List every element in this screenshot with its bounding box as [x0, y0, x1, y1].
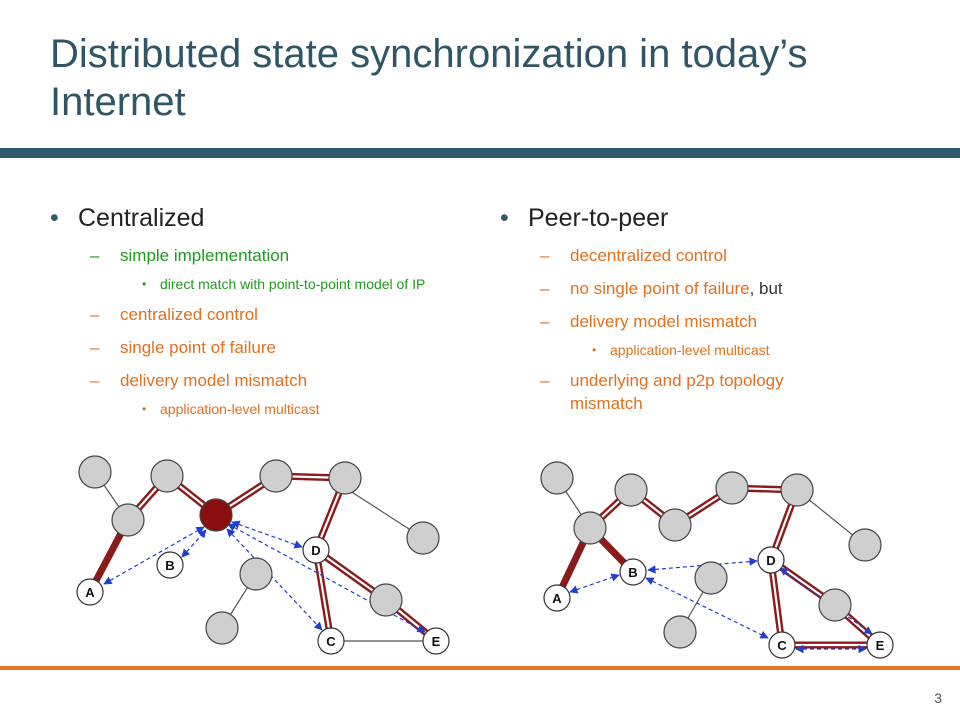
right-label-b: B: [628, 565, 637, 580]
p2p-diagram: A B C D E: [540, 461, 894, 659]
left-label-c: C: [326, 634, 336, 649]
right-label-e: E: [876, 638, 885, 653]
left-item-text: centralized control: [120, 305, 258, 324]
left-column: •Centralized –simple implementation •dir…: [50, 202, 460, 418]
right-item-text: underlying and p2p topology mismatch: [570, 371, 784, 413]
footer-divider: [0, 666, 960, 670]
slide-title: Distributed state synchronization in tod…: [50, 32, 808, 124]
left-subitem-text: application-level multicast: [160, 401, 320, 417]
right-item-text: no single point of failure: [570, 279, 750, 298]
left-label-d: D: [311, 543, 320, 558]
right-label-c: C: [777, 638, 787, 653]
right-item-decentralized: –decentralized control: [540, 246, 727, 265]
left-peer-nodes: [76, 536, 450, 655]
page-number: 3: [934, 690, 942, 706]
title-divider: [0, 148, 960, 158]
left-label-e: E: [432, 634, 441, 649]
left-heading: •Centralized: [50, 204, 205, 232]
right-subitem-text: application-level multicast: [610, 342, 770, 358]
central-server-node: [199, 498, 233, 532]
left-item-text: simple implementation: [120, 246, 290, 265]
right-item-topology-mismatch: –underlying and p2p topology mismatch: [540, 371, 784, 413]
right-subitem-multicast: •application-level multicast: [592, 342, 770, 358]
left-subitem-text: direct match with point-to-point model o…: [160, 276, 426, 292]
left-item-text: single point of failure: [120, 338, 276, 357]
left-peer-labels: A B C D E: [85, 543, 440, 649]
left-item-simple: –simple implementation: [90, 246, 290, 265]
right-item-no-single-point: –no single point of failure, but: [540, 279, 783, 298]
right-peer-nodes: [543, 546, 894, 659]
left-item-centralized-control: –centralized control: [90, 305, 258, 324]
right-item-text: decentralized control: [570, 246, 727, 265]
right-label-d: D: [766, 553, 775, 568]
left-heading-text: Centralized: [78, 204, 205, 232]
right-router-nodes: [540, 461, 882, 649]
left-label-b: B: [165, 558, 174, 573]
left-router-nodes: [78, 455, 440, 645]
left-label-a: A: [85, 585, 95, 600]
left-overlay-links: [103, 520, 426, 633]
left-subitem-direct-match: •direct match with point-to-point model …: [142, 276, 426, 292]
right-heading-text: Peer-to-peer: [528, 204, 669, 232]
right-heading: •Peer-to-peer: [500, 204, 669, 232]
right-column: •Peer-to-peer –decentralized control –no…: [500, 202, 920, 415]
right-item-suffix: , but: [749, 279, 783, 298]
centralized-diagram: A B C D E: [76, 455, 450, 655]
right-item-delivery-model: –delivery model mismatch: [540, 312, 758, 331]
right-peer-labels: A B C D E: [552, 553, 884, 653]
right-label-a: A: [552, 591, 562, 606]
left-subitem-multicast: •application-level multicast: [142, 401, 320, 417]
left-item-text: delivery model mismatch: [120, 371, 308, 390]
right-item-text: delivery model mismatch: [570, 312, 758, 331]
left-item-delivery-model: –delivery model mismatch: [90, 371, 308, 390]
left-item-single-point: –single point of failure: [90, 338, 276, 357]
